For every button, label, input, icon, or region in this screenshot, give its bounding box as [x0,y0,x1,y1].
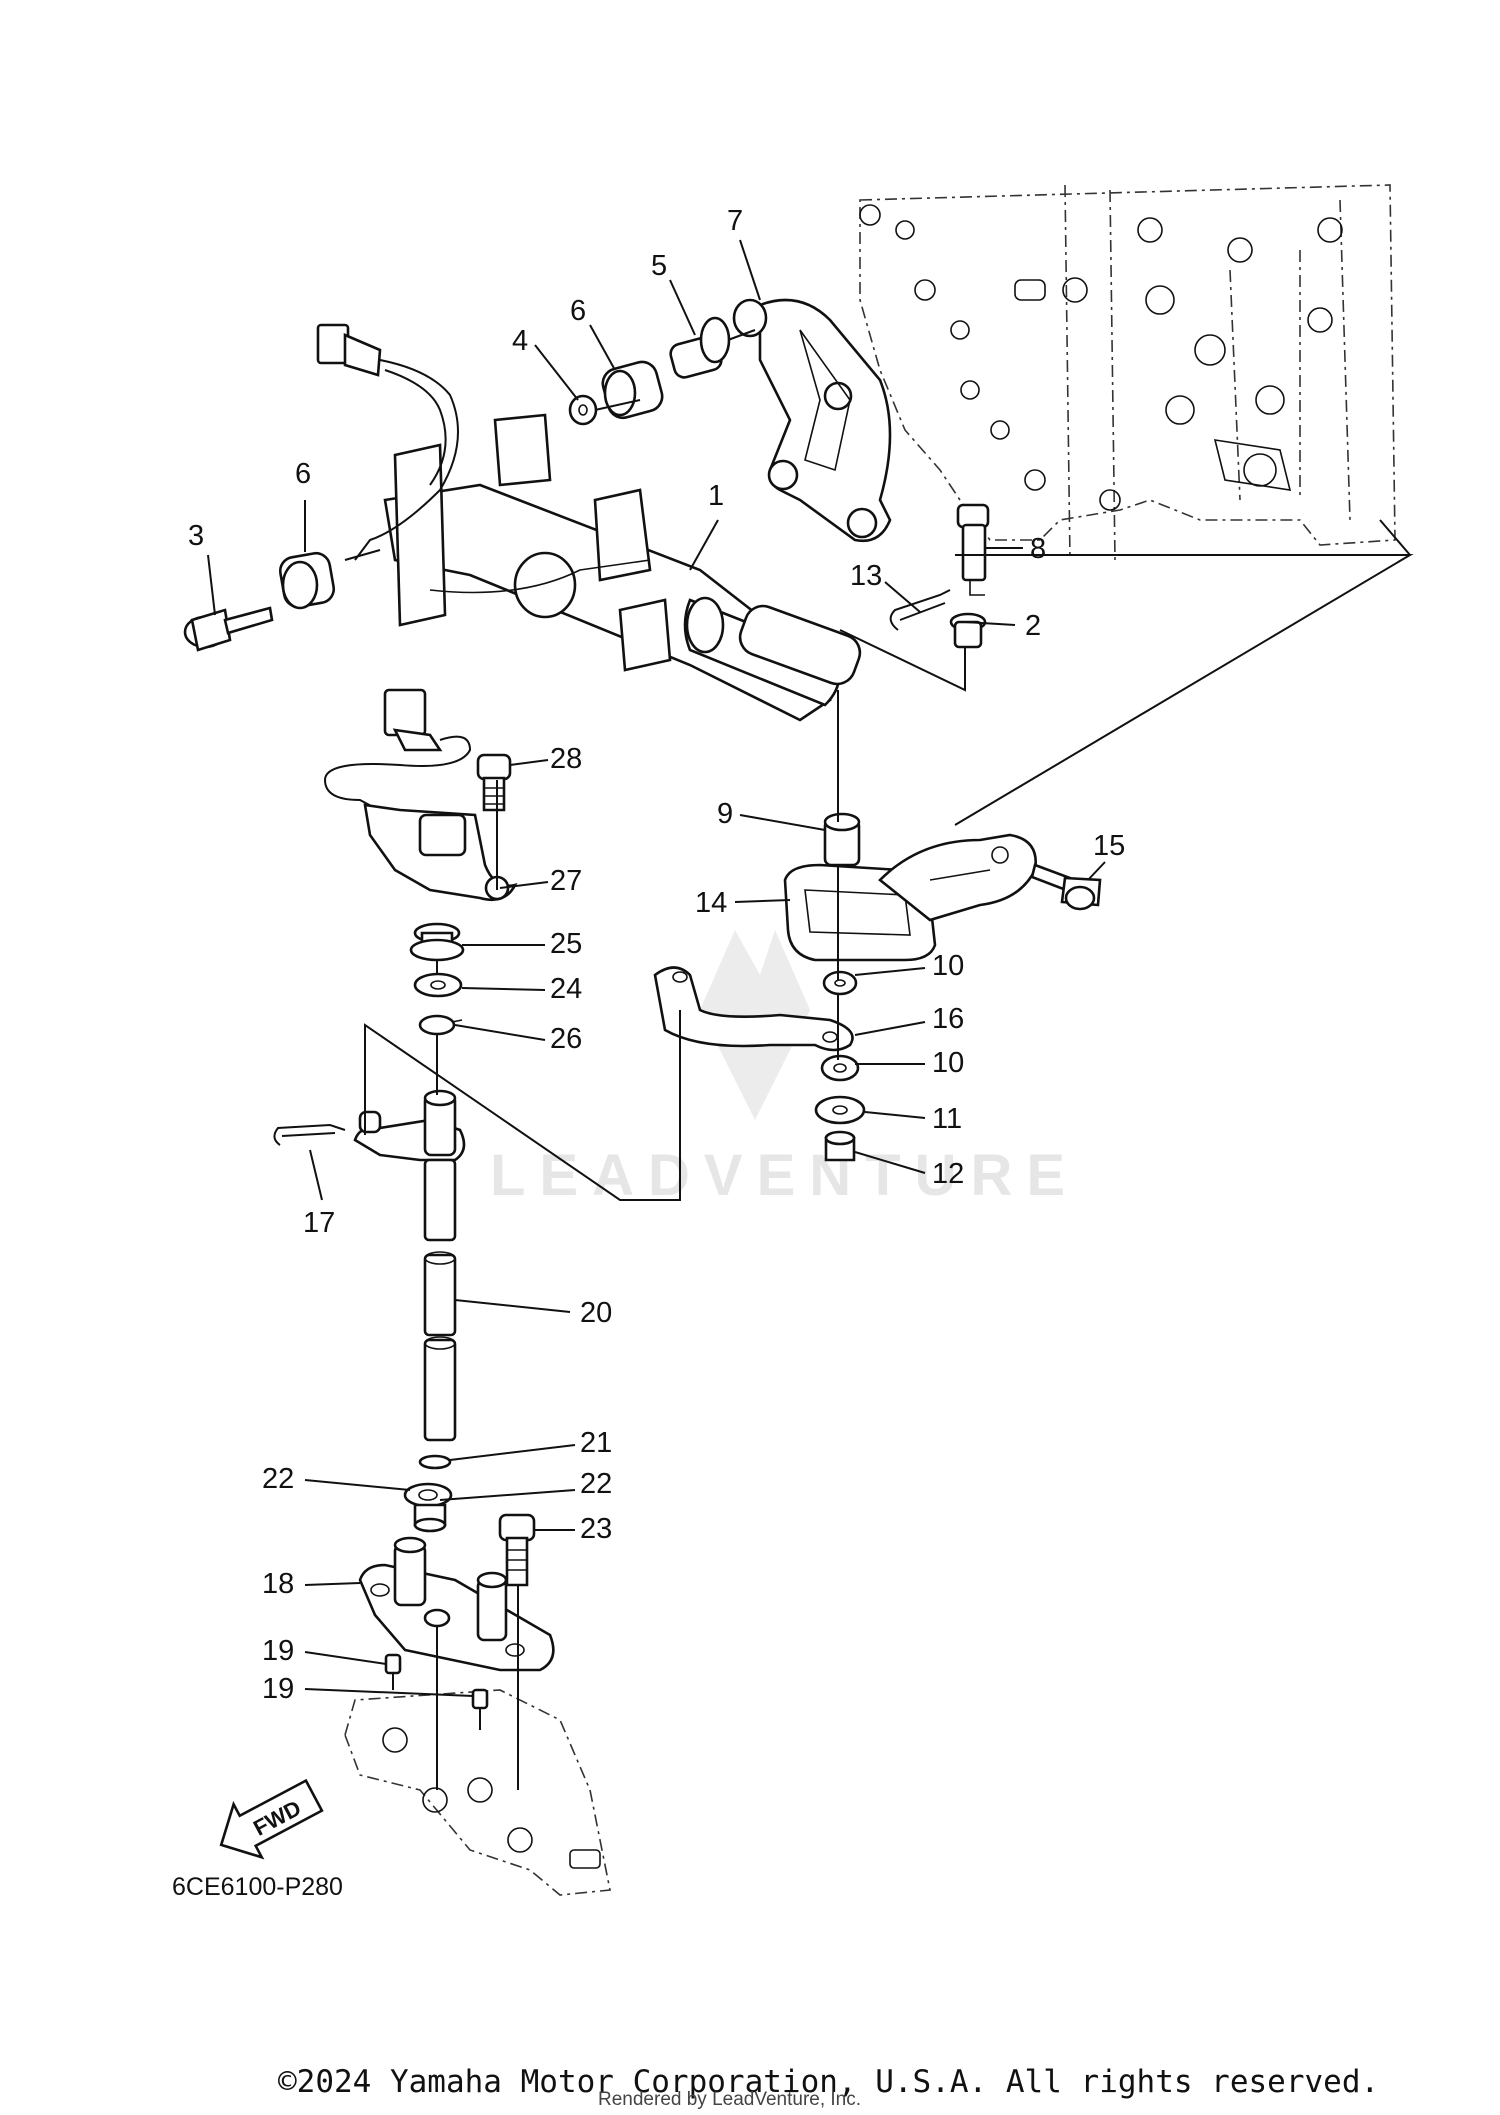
watermark: LEADVENTURE [490,930,1079,1208]
rendered-by-text: Rendered by LeadVenture, Inc. [598,2089,861,2110]
label-part-3: 3 [188,520,204,552]
label-part-6-left: 6 [295,458,311,490]
part-19-dowel-left [384,1653,402,1675]
label-part-22-right: 22 [580,1468,612,1500]
part-12-nut [824,1130,856,1162]
part-6-grommet-upper [601,360,664,420]
label-part-13: 13 [850,560,882,592]
label-part-21: 21 [580,1427,612,1459]
label-part-11: 11 [932,1103,962,1135]
copyright-text: ©2024 Yamaha Motor Corporation, U.S.A. A… [278,2064,1379,2100]
label-part-17: 17 [303,1207,335,1239]
part-21-o-ring [418,1454,452,1470]
lower-case-outline [344,1689,611,1896]
part-8-pin [956,503,990,596]
label-part-27: 27 [550,865,582,897]
part-26-circlip [418,1014,463,1036]
label-part-22-left: 22 [262,1463,294,1495]
fwd-arrow: FWD [219,1778,324,1860]
part-number-labels: 1 2 3 4 5 6 6 7 8 9 10 10 11 12 13 14 15… [188,205,1125,1705]
part-22-bushing [403,1482,453,1533]
part-13-clip [889,589,951,631]
label-part-16: 16 [932,1003,964,1035]
label-part-2: 2 [1025,610,1041,642]
label-part-15: 15 [1093,830,1125,862]
part-28-bolt [476,753,512,812]
label-part-6-upper: 6 [570,295,586,327]
label-part-4: 4 [512,325,528,357]
label-part-5: 5 [651,250,667,282]
part-4-washer [568,394,598,426]
label-part-19-upper: 19 [262,1635,294,1667]
part-24-washer [413,972,463,998]
label-part-25: 25 [550,928,582,960]
drawing-code: 6CE6100-P280 [172,1873,343,1901]
part-20-shift-shaft [423,1089,457,1442]
part-18-bracket [358,1536,555,1672]
part-10-washer-upper [822,970,858,996]
part-2-bushing [949,612,987,649]
label-part-1: 1 [708,480,724,512]
part-1-shift-rod [383,413,862,722]
part-11-washer [814,1095,866,1125]
watermark-text: LEADVENTURE [490,1143,1079,1208]
part-6-grommet-left [278,551,336,610]
part-23-bolt [498,1513,536,1587]
part-9-collar [823,812,861,867]
label-part-24: 24 [550,973,582,1005]
label-part-12: 12 [932,1158,964,1190]
label-part-9: 9 [717,798,733,830]
label-part-19-lower: 19 [262,1673,294,1705]
label-part-26: 26 [550,1023,582,1055]
part-15-bolt [1030,863,1102,911]
leader-lines [207,239,1106,1697]
part-14-lever [783,833,1038,962]
part-10-washer-lower [820,1054,860,1082]
wire-harness-upper [316,323,459,561]
part-5-collar [669,316,731,379]
part-3-bolt [183,606,274,652]
part-25-bushing [409,922,465,962]
part-27-sensor [323,688,518,902]
part-16-plate [653,966,854,1052]
part-7-bracket [732,298,892,543]
part-19-dowel-right [471,1688,489,1710]
label-part-28: 28 [550,743,582,775]
label-part-20: 20 [580,1297,612,1329]
label-part-8: 8 [1030,533,1046,565]
engine-block-outline [859,184,1396,561]
label-part-23: 23 [580,1513,612,1545]
part-17-clip [273,1123,346,1146]
label-part-18: 18 [262,1568,294,1600]
label-part-10-upper: 10 [932,950,964,982]
label-part-10-lower: 10 [932,1047,964,1079]
assembly-guide-lines [344,329,1414,1790]
label-part-14: 14 [695,887,727,919]
label-part-7: 7 [727,205,743,237]
